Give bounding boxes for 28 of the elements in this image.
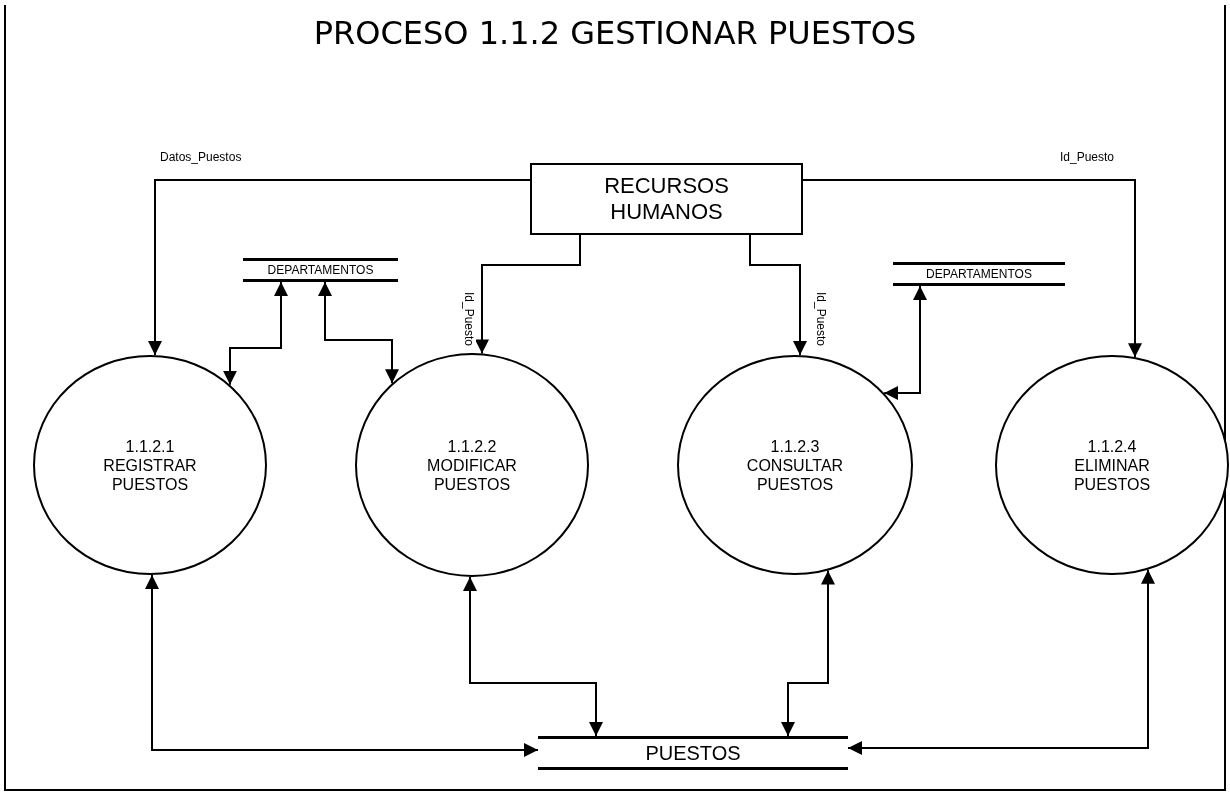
flow-arrow bbox=[802, 179, 1142, 359]
edge-label: Id_Puesto bbox=[462, 292, 476, 347]
flow-arrow bbox=[883, 285, 927, 400]
node-label: 1.1.2.4 ELIMINAR PUESTOS bbox=[1072, 436, 1152, 494]
diagram-title: PROCESO 1.1.2 GESTIONAR PUESTOS bbox=[312, 14, 918, 52]
flow-arrow bbox=[318, 281, 399, 385]
flow-arrow bbox=[223, 281, 288, 386]
flow-arrow bbox=[749, 234, 807, 357]
node-label: DEPARTAMENTOS bbox=[926, 267, 1032, 281]
edge-label: Id_Puesto bbox=[814, 292, 828, 347]
flow-arrow bbox=[781, 569, 835, 737]
node-label: 1.1.2.2 MODIFICAR PUESTOS bbox=[426, 436, 518, 494]
data-store bbox=[243, 258, 398, 282]
flow-arrow bbox=[475, 234, 581, 355]
node-label: PUESTOS bbox=[645, 741, 741, 765]
flow-arrow bbox=[148, 179, 531, 357]
node-label: RECURSOS HUMANOS bbox=[603, 173, 730, 225]
node-label: DEPARTAMENTOS bbox=[267, 263, 374, 277]
flow-arrow bbox=[145, 574, 539, 757]
node-label: 1.1.2.1 REGISTRAR PUESTOS bbox=[102, 436, 198, 494]
external-entity-box bbox=[530, 163, 803, 235]
node-label: 1.1.2.3 CONSULTAR PUESTOS bbox=[745, 436, 845, 494]
edge-label: Datos_Puestos bbox=[160, 150, 242, 164]
data-store bbox=[893, 262, 1065, 286]
data-store bbox=[538, 736, 848, 770]
edge-label: Id_Puesto bbox=[1060, 150, 1115, 164]
flow-arrow bbox=[847, 568, 1155, 755]
flow-arrow bbox=[463, 576, 603, 737]
